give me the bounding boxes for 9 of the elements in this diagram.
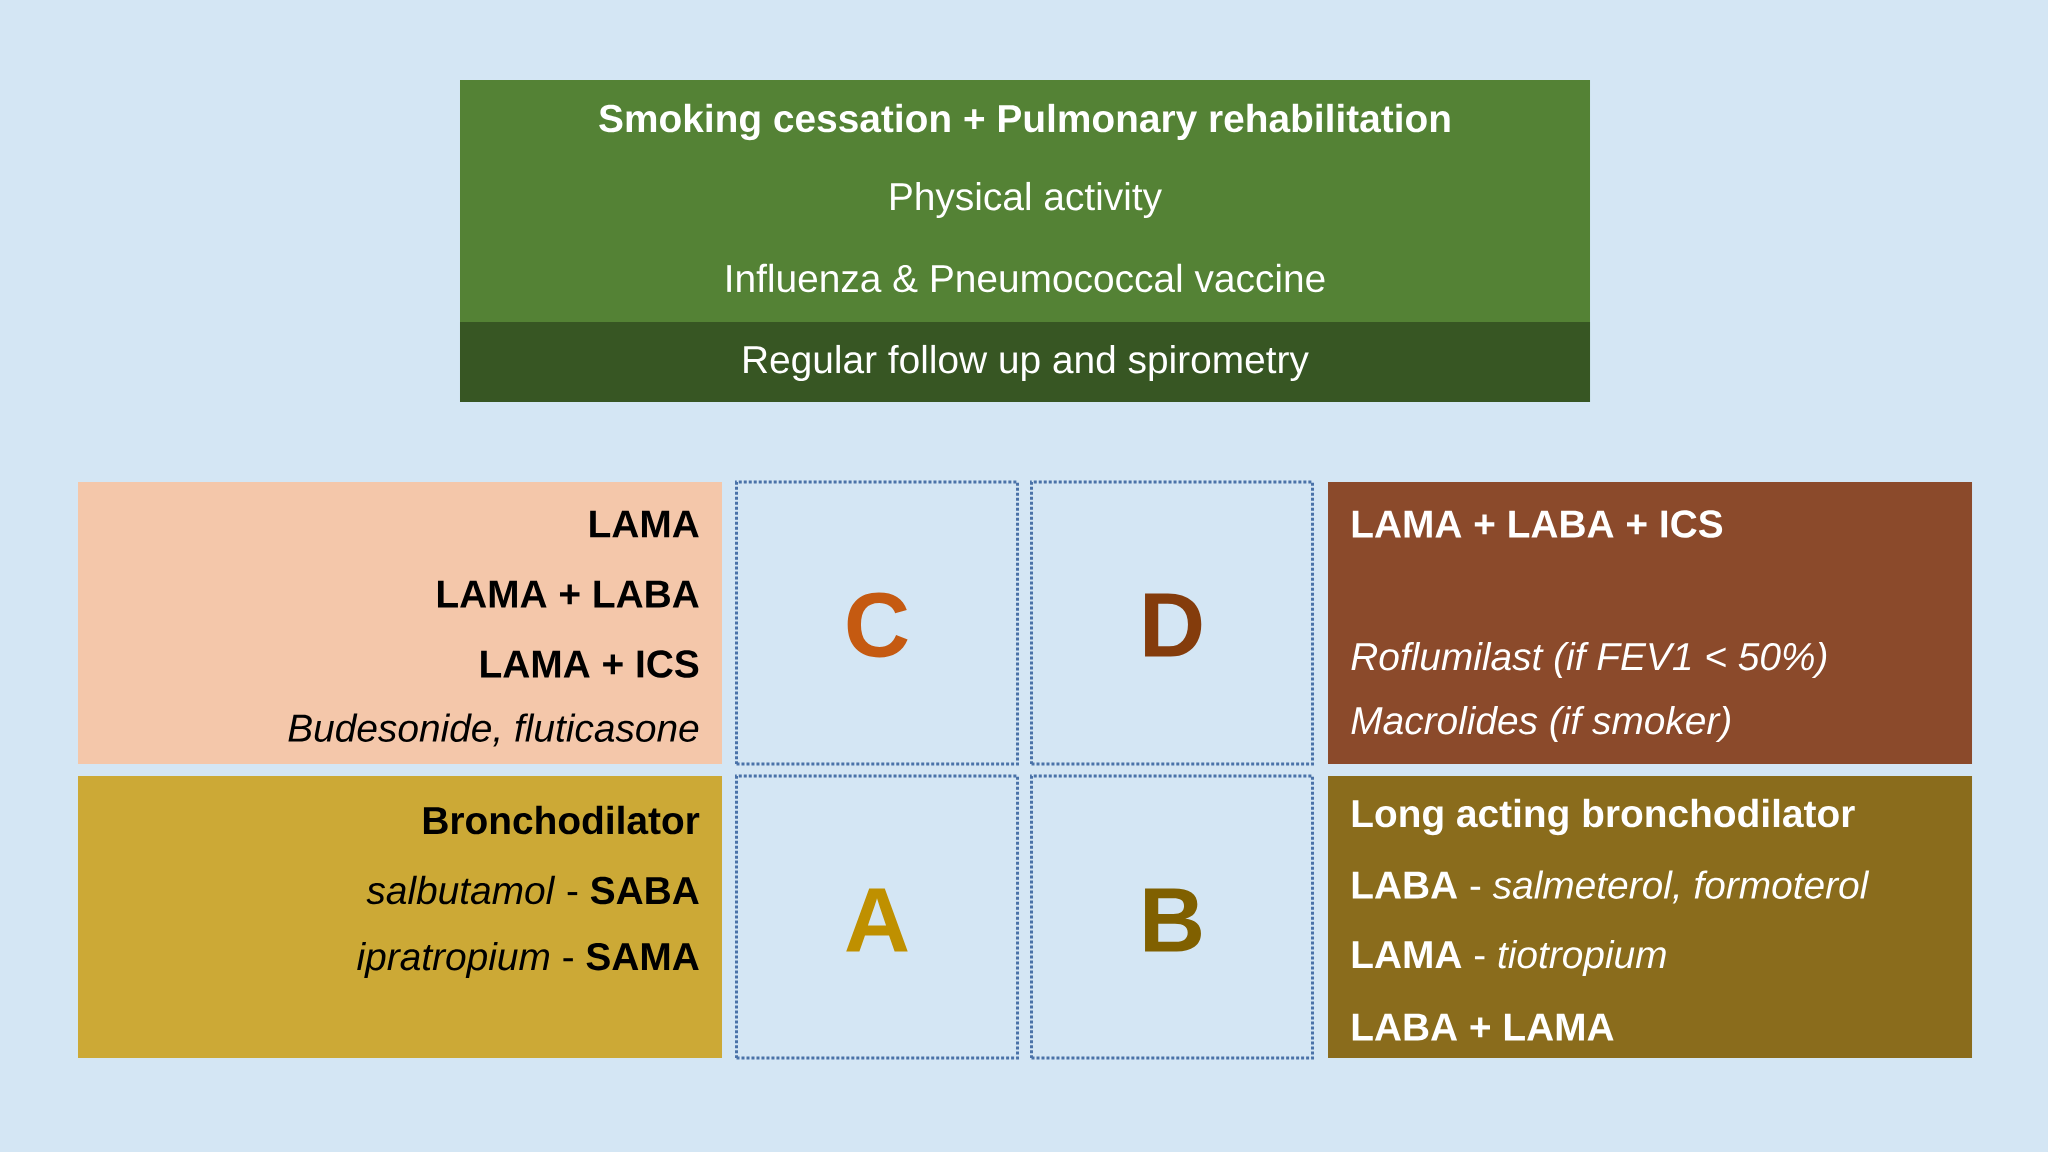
follow-up-band: Regular follow up and spirometry	[460, 322, 1590, 402]
treatment-box: LAMA + LABA + ICS Roflumilast (if FEV1 < 50%) Macrolides (if smoker)	[1328, 482, 1973, 764]
group-box: A	[735, 774, 1019, 1060]
treatment-box: LAMA LAMA + LABA LAMA + ICS Budesonide, fluticasone	[78, 482, 722, 764]
group-box: D	[1030, 480, 1314, 766]
group-box: C	[735, 480, 1019, 766]
group-box: B	[1030, 774, 1314, 1060]
treatment-box: Long acting bronchodilator LABA - salmeterol, formoterol LAMA - tiotropium LABA + LAMA	[1328, 776, 1973, 1058]
treatment-box: Bronchodilator salbutamol - SABA ipratropium - SAMA	[78, 776, 722, 1058]
